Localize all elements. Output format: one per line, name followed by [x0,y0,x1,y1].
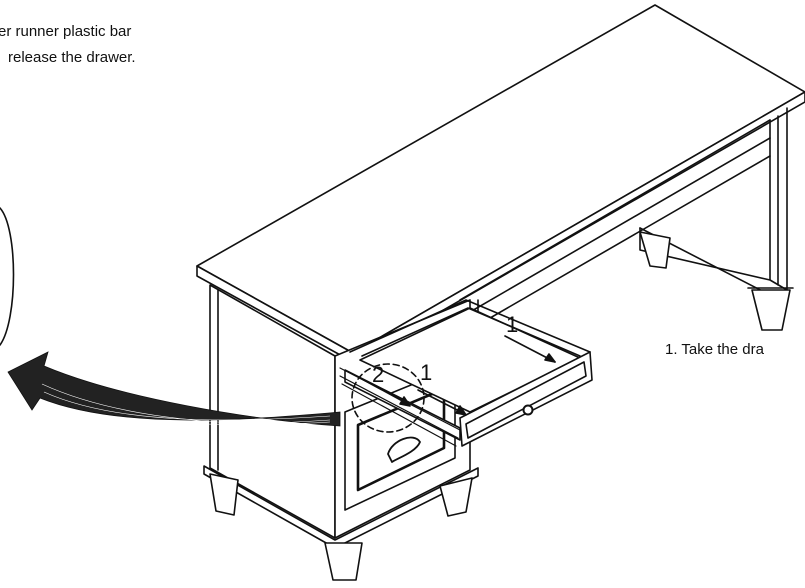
desk-top [196,4,805,354]
foot-front-left [209,473,239,516]
right-front-foot [751,289,791,331]
top-drawer-back-wall [349,299,591,353]
arrow-release-2-head [399,396,411,407]
lower-drawer-inset [356,387,446,492]
foot-front-right [439,477,473,517]
arrow-pull-runner-1-head [455,405,467,416]
detail-magnifier-circle [0,207,15,346]
drawer-pull-handle-icon [387,436,421,463]
pedestal-base-rim [203,465,479,549]
top-drawer-front-inset [465,361,587,439]
instruction-text-right: 1. Take the dra [665,341,764,358]
arrow-release-2 [359,377,409,405]
step-label-drawer-top: 1 [506,312,518,337]
foot-front-center [324,542,363,581]
instruction-text-top-line-1: er runner plastic bar [0,23,132,40]
callout-arrow-hatching [39,383,331,425]
instruction-text-top-line-2: release the drawer. [8,49,136,66]
step-label-runner-side: 1 [420,360,432,385]
apron-line-3 [477,155,771,326]
apron-line-1 [459,119,771,301]
right-leg-panel [639,107,788,291]
right-back-foot [639,231,671,269]
runner-detail-circle [351,363,425,433]
apron-line-2 [469,137,771,313]
drawer-knob-icon [522,404,534,416]
arrow-pull-drawer-1-head [544,353,556,363]
step-label-runner-release: 2 [372,362,384,387]
top-drawer-inner-rim [361,307,581,357]
